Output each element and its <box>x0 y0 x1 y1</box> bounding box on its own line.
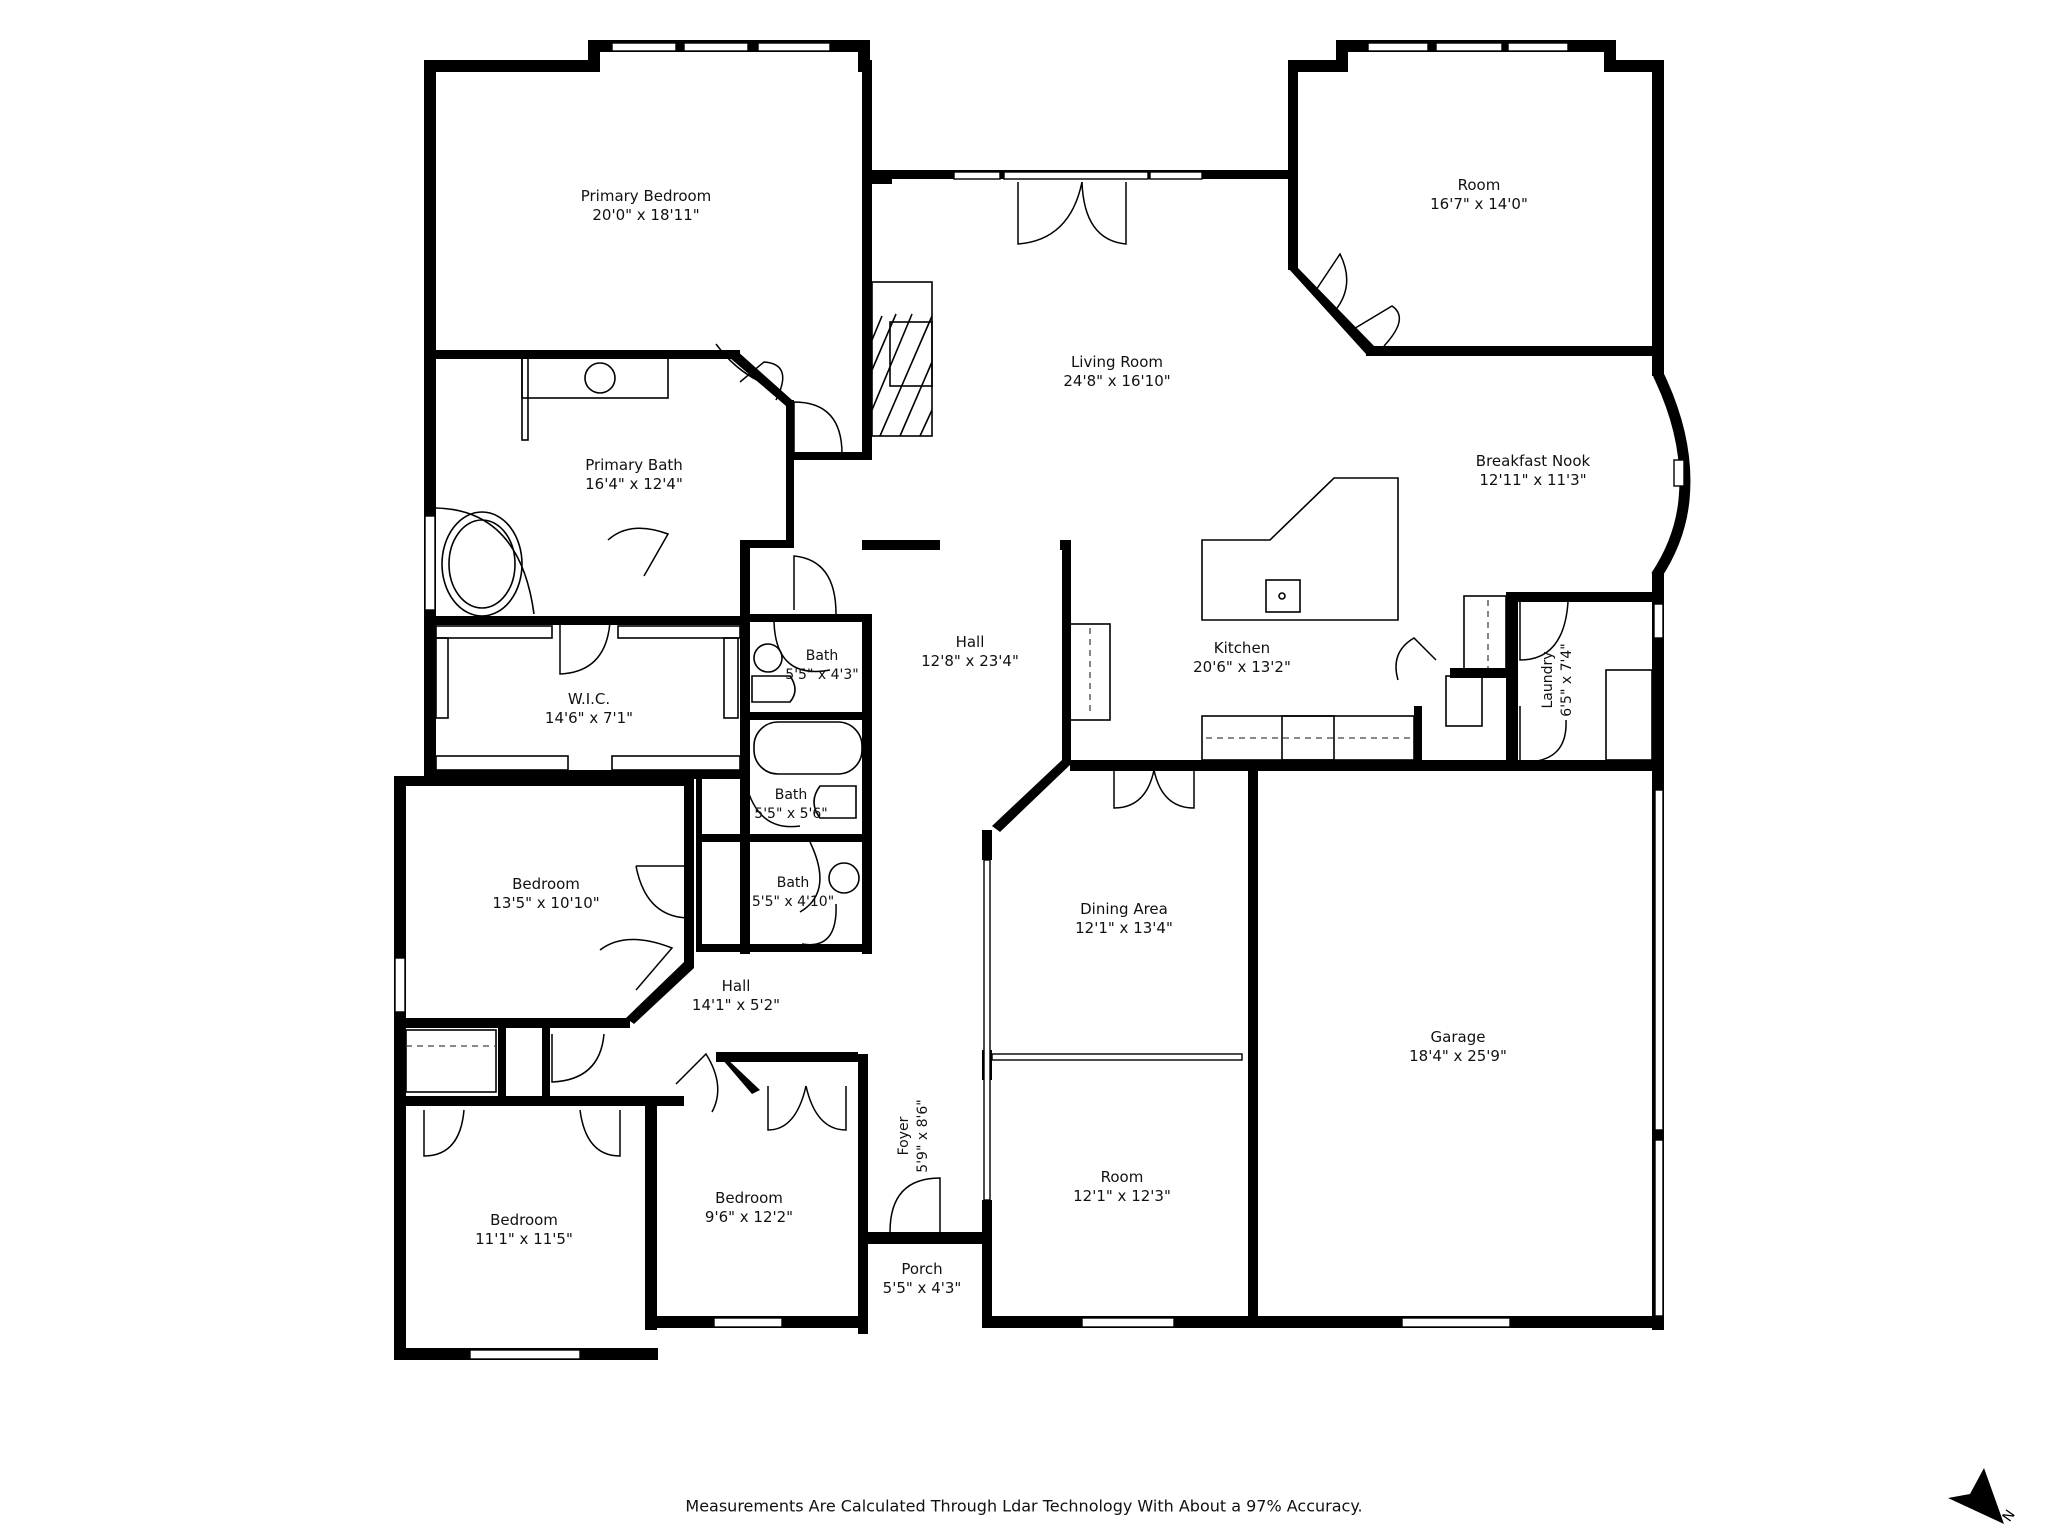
room-bedroom-3: Bedroom 9'6" x 12'2" <box>705 1189 793 1227</box>
room-name: Bath <box>776 875 810 891</box>
room-bath-1: Bath 5'5" x 4'3" <box>785 647 858 685</box>
room-primary-bath: Primary Bath 16'4" x 12'4" <box>585 456 683 494</box>
room-name: Dining Area <box>1080 900 1168 918</box>
room-dimensions: 5'5" x 5'6" <box>754 806 828 822</box>
room-living-room: Living Room 24'8" x 16'10" <box>1063 353 1170 391</box>
room-breakfast-nook: Breakfast Nook 12'11" x 11'3" <box>1476 452 1590 490</box>
doors <box>423 181 1569 1233</box>
room-name: Porch <box>901 1260 943 1278</box>
room-name: Foyer <box>896 1116 912 1156</box>
room-name: Breakfast Nook <box>1475 452 1591 470</box>
room-room-south: Room 12'1" x 12'3" <box>1073 1168 1171 1206</box>
room-name: Bedroom <box>490 1211 558 1229</box>
room-primary-bedroom: Primary Bedroom 20'0" x 18'11" <box>581 187 712 225</box>
room-dimensions: 5'5" x 4'3" <box>882 1279 962 1297</box>
room-name: Bath <box>805 648 839 664</box>
room-dimensions: 14'1" x 5'2" <box>691 996 781 1014</box>
room-dimensions: 16'7" x 14'0" <box>1430 195 1528 213</box>
accuracy-note: Measurements Are Calculated Through Ldar… <box>685 1496 1363 1516</box>
room-porch: Porch 5'5" x 4'3" <box>883 1260 962 1298</box>
room-name: Bedroom <box>715 1189 783 1207</box>
room-room-north: Room 16'7" x 14'0" <box>1430 176 1528 214</box>
room-bath-3: Bath 5'5" x 4'10" <box>752 874 834 912</box>
room-dimensions: 24'8" x 16'10" <box>1063 372 1171 390</box>
room-foyer: Foyer 5'9" x 8'6" <box>895 1099 933 1172</box>
windows <box>394 42 1685 1360</box>
room-walk-in-closet: W.I.C. 14'6" x 7'1" <box>545 690 633 728</box>
room-name: Bath <box>774 787 808 803</box>
room-name: Primary Bedroom <box>580 187 712 205</box>
room-dimensions: 14'6" x 7'1" <box>544 709 634 727</box>
room-dimensions: 5'5" x 4'10" <box>751 894 835 910</box>
room-dimensions: 12'11" x 11'3" <box>1479 471 1587 489</box>
room-garage: Garage 18'4" x 25'9" <box>1409 1028 1507 1066</box>
room-bedroom-2: Bedroom 11'1" x 11'5" <box>475 1211 573 1249</box>
room-dimensions: 12'1" x 13'4" <box>1075 919 1173 937</box>
room-dimensions: 20'6" x 13'2" <box>1193 658 1291 676</box>
room-dimensions: 11'1" x 11'5" <box>475 1230 573 1248</box>
room-dimensions: 12'8" x 23'4" <box>921 652 1019 670</box>
room-laundry: Laundry 6'5" x 7'4" <box>1539 643 1577 716</box>
north-arrow-icon <box>1948 1468 2004 1524</box>
room-name: Living Room <box>1070 353 1164 371</box>
room-hall-main: Hall 12'8" x 23'4" <box>921 633 1019 671</box>
room-dimensions: 18'4" x 25'9" <box>1409 1047 1507 1065</box>
room-name: Primary Bath <box>585 456 683 474</box>
room-name: Hall <box>955 633 985 651</box>
room-name: W.I.C. <box>567 690 611 708</box>
room-bath-2: Bath 5'5" x 5'6" <box>754 786 827 824</box>
room-name: Room <box>1457 176 1501 194</box>
room-bedroom-1: Bedroom 13'5" x 10'10" <box>492 875 599 913</box>
room-dimensions: 5'9" x 8'6" <box>915 1099 931 1173</box>
room-kitchen: Kitchen 20'6" x 13'2" <box>1193 639 1291 677</box>
room-dimensions: 9'6" x 12'2" <box>704 1208 794 1226</box>
room-name: Room <box>1100 1168 1144 1186</box>
room-dimensions: 12'1" x 12'3" <box>1073 1187 1171 1205</box>
room-name: Bedroom <box>512 875 580 893</box>
room-dining-area: Dining Area 12'1" x 13'4" <box>1075 900 1173 938</box>
room-name: Hall <box>721 977 751 995</box>
room-name: Garage <box>1430 1028 1486 1046</box>
room-hall-bedrooms: Hall 14'1" x 5'2" <box>692 977 780 1015</box>
room-name: Laundry <box>1540 651 1556 709</box>
room-dimensions: 16'4" x 12'4" <box>585 475 683 493</box>
room-dimensions: 5'5" x 4'3" <box>785 667 859 683</box>
fixtures <box>405 281 1653 1093</box>
room-dimensions: 13'5" x 10'10" <box>492 894 600 912</box>
room-dimensions: 20'0" x 18'11" <box>592 206 700 224</box>
room-dimensions: 6'5" x 7'4" <box>1559 643 1575 717</box>
room-name: Kitchen <box>1213 639 1271 657</box>
